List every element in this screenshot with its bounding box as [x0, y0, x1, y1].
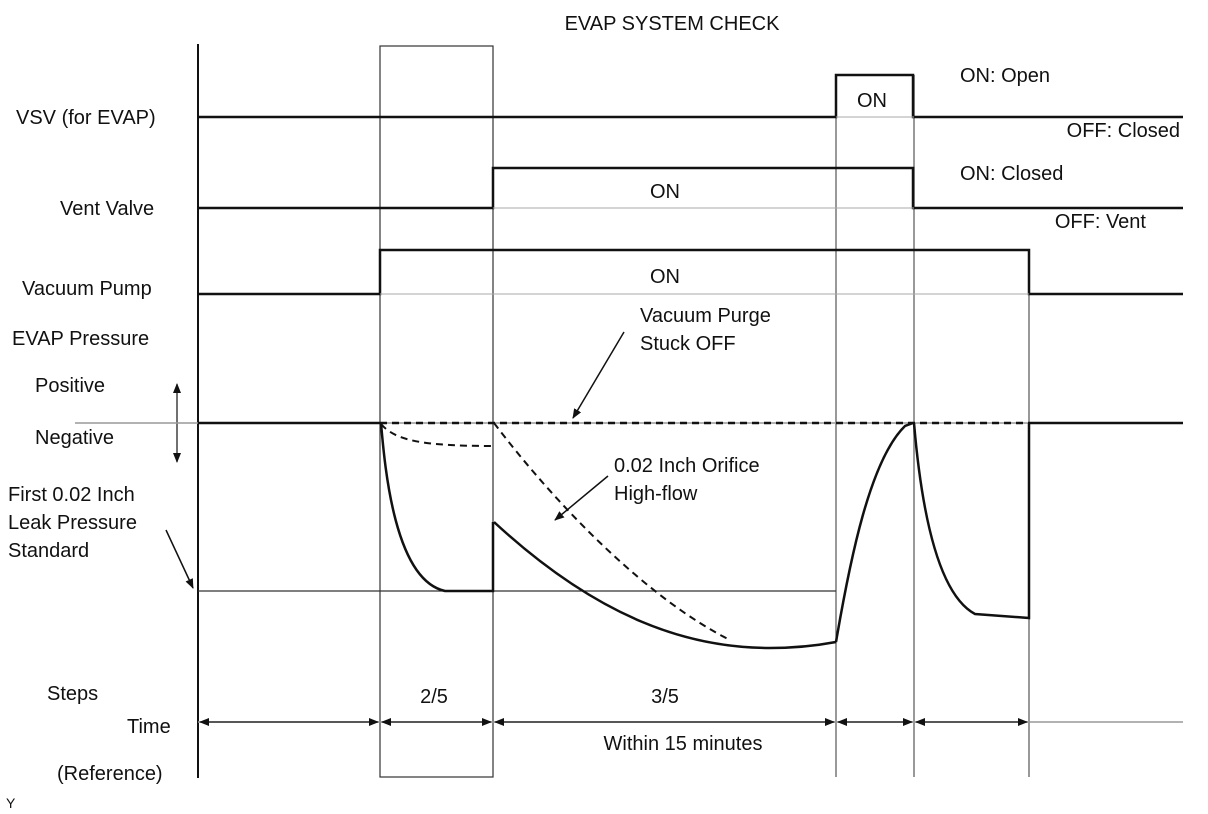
- purge-label-line1: Vacuum Purge: [640, 305, 771, 327]
- time-label: Time: [127, 716, 171, 738]
- purge-pointer-arrow: [572, 331, 625, 419]
- standard-label-line3: Standard: [8, 540, 89, 562]
- vsv-open-recovery-curve: [834, 421, 914, 643]
- vent-valve-off-state-label: OFF: Vent: [1055, 211, 1147, 233]
- orifice-pointer-arrow: [554, 475, 609, 521]
- diagram-title: EVAP SYSTEM CHECK: [565, 13, 781, 35]
- final-check-pressure-curve: [912, 422, 1031, 620]
- corner-mark: Y: [6, 795, 16, 811]
- standard-label-line2: Leak Pressure: [8, 512, 137, 534]
- standard-pointer-arrow: [165, 529, 194, 589]
- step-2-5-label: 2/5: [420, 686, 448, 708]
- step-3-5-pressure-curve: [493, 521, 837, 650]
- vsv-on-state-label: ON: Open: [960, 65, 1050, 87]
- steps-label: Steps: [47, 683, 98, 705]
- evap-pressure-label: EVAP Pressure: [12, 328, 149, 350]
- negative-label: Negative: [35, 427, 114, 449]
- vent-valve-signal-line: [198, 166, 1183, 210]
- vent-valve-on-state-label: ON: Closed: [960, 163, 1063, 185]
- duration-label: Within 15 minutes: [604, 733, 763, 755]
- step-3-5-label: 3/5: [651, 686, 679, 708]
- step-2-5-box: [379, 45, 494, 778]
- orifice-high-flow-dashed-curve: [493, 422, 731, 641]
- vent-valve-label: Vent Valve: [60, 198, 154, 220]
- orifice-label-line1: 0.02 Inch Orifice: [614, 455, 760, 477]
- vsv-signal-line: [198, 73, 1183, 119]
- vacuum-pump-label: Vacuum Pump: [22, 278, 152, 300]
- vent-valve-on-label: ON: [650, 181, 680, 203]
- step-2-5-pressure-curve: [379, 422, 495, 593]
- vacuum-pump-signal-line: [198, 248, 1183, 296]
- vacuum-pump-on-label: ON: [650, 266, 680, 288]
- positive-label: Positive: [35, 375, 105, 397]
- vsv-on-label: ON: [857, 90, 887, 112]
- purge-label-line2: Stuck OFF: [640, 333, 736, 355]
- step-2-5-reference-dashed-curve: [380, 423, 494, 447]
- reference-label: (Reference): [57, 763, 163, 785]
- standard-label-line1: First 0.02 Inch: [8, 484, 135, 506]
- vsv-label: VSV (for EVAP): [16, 107, 156, 129]
- orifice-label-line2: High-flow: [614, 483, 698, 505]
- vsv-off-state-label: OFF: Closed: [1067, 120, 1180, 142]
